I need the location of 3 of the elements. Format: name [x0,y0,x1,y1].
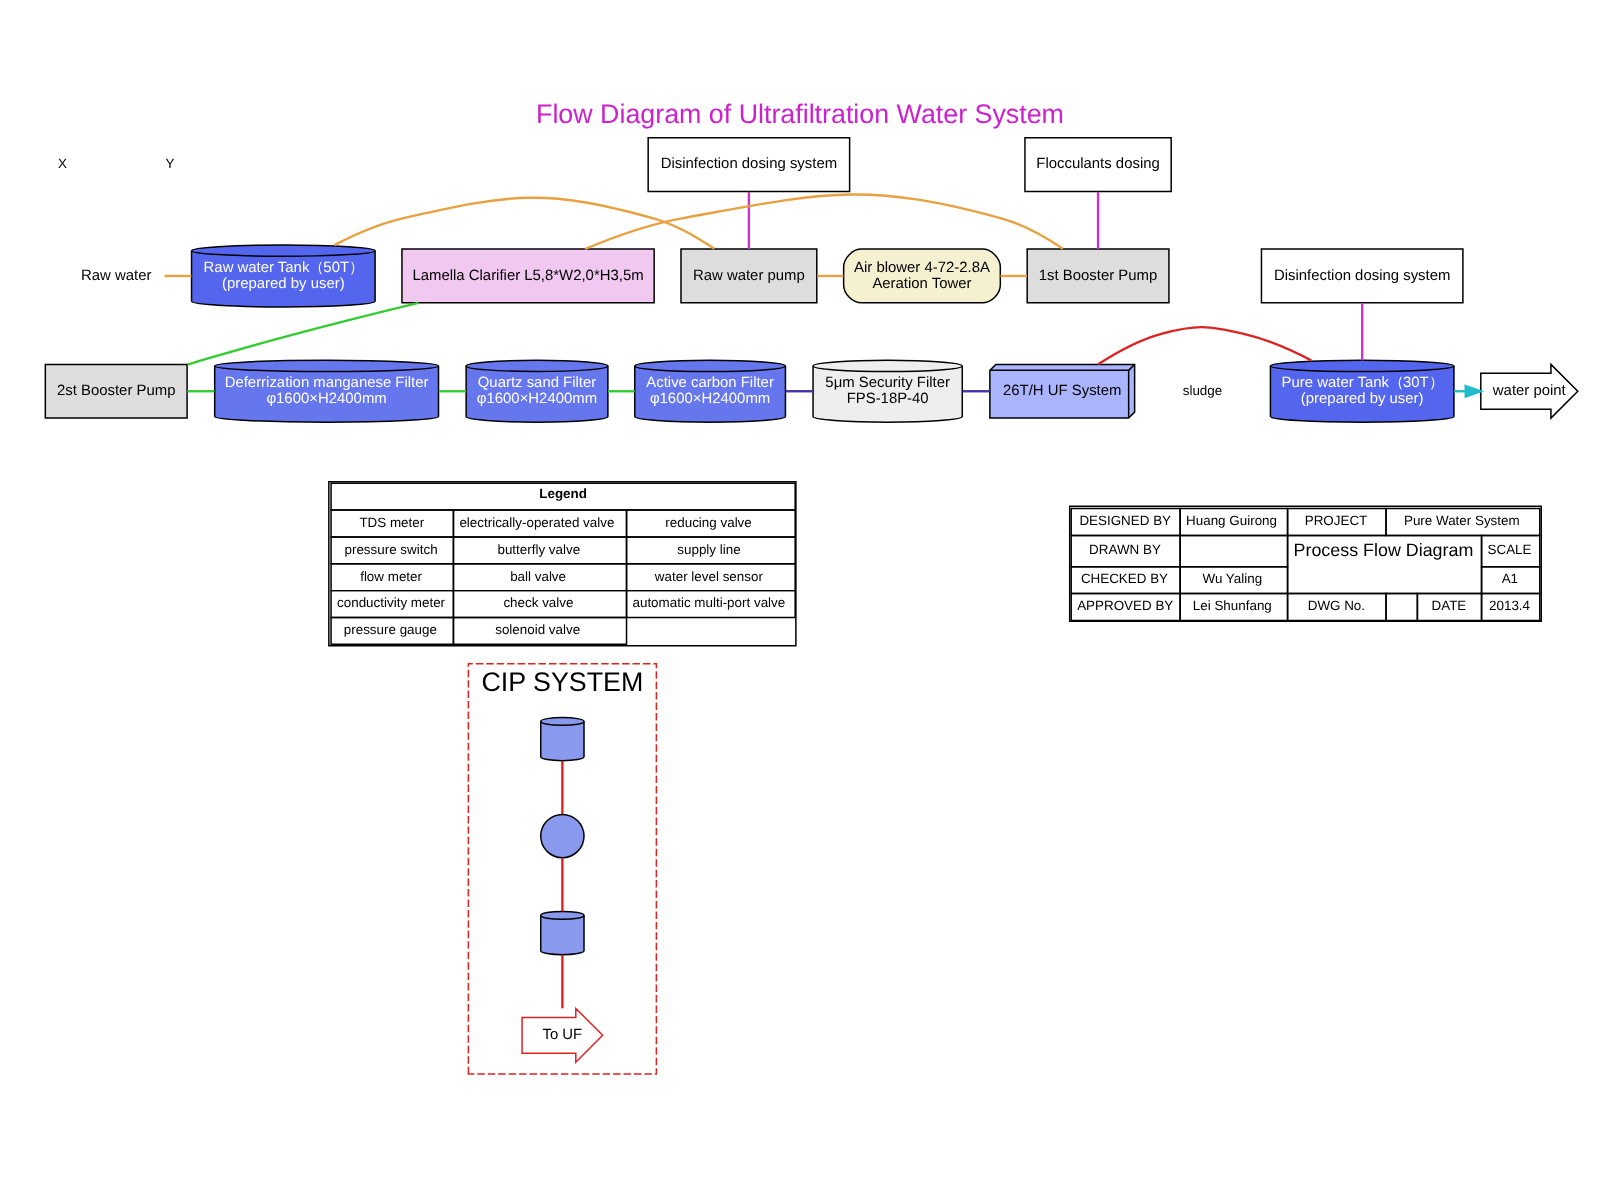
label: Process Flow Diagram [1293,538,1474,559]
node-text: Raw water [80,264,152,283]
diagram-title: Flow Diagram of Ultrafiltration Water System [536,98,1064,129]
